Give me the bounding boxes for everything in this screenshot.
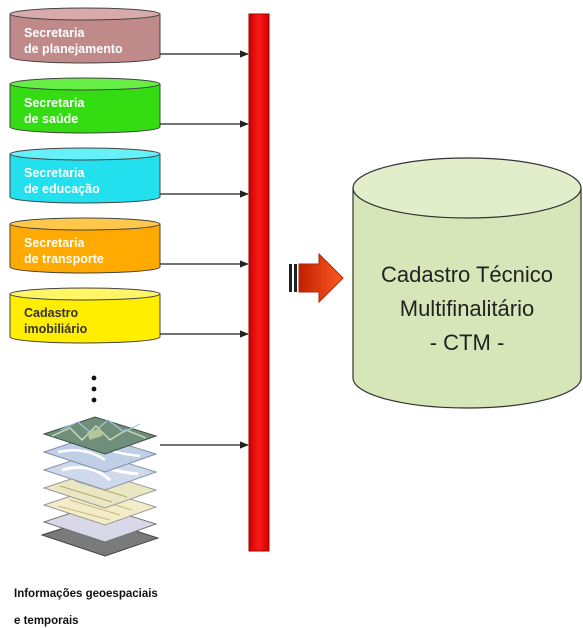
source-label-line2: de planejamento bbox=[24, 42, 123, 56]
ctm-label-line2: Multifinalitário bbox=[400, 296, 535, 321]
source-label-line1: Secretaria bbox=[24, 166, 86, 180]
source-label-line1: Secretaria bbox=[24, 96, 86, 110]
ctm-label-line3: - CTM - bbox=[430, 330, 505, 355]
source-transporte: Secretaria de transporte bbox=[9, 217, 161, 274]
source-cadastro-imobiliario: Cadastro imobiliário bbox=[9, 287, 161, 344]
cylinder-top bbox=[9, 7, 161, 21]
source-label-line2: de transporte bbox=[24, 252, 104, 266]
cylinder-top bbox=[9, 217, 161, 231]
source-label-line2: imobiliário bbox=[24, 322, 88, 336]
cylinder-top bbox=[9, 77, 161, 91]
source-label-line2: de saúde bbox=[24, 112, 78, 126]
ctm-database: Cadastro Técnico Multifinalitário - CTM … bbox=[352, 157, 582, 409]
cylinder-top bbox=[9, 147, 161, 161]
source-label-line1: Secretaria bbox=[24, 236, 86, 250]
cylinder-top bbox=[9, 287, 161, 301]
cylinder-body bbox=[9, 84, 161, 134]
geospatial-layers-icon bbox=[40, 416, 160, 557]
source-label-line2: de educação bbox=[24, 182, 100, 196]
integration-bus bbox=[248, 13, 270, 552]
cylinder-body bbox=[9, 294, 161, 344]
geo-caption-line1: Informações geoespaciais bbox=[14, 588, 158, 600]
source-label-line1: Secretaria bbox=[24, 26, 86, 40]
cylinder-body bbox=[9, 14, 161, 64]
source-saude: Secretaria de saúde bbox=[9, 77, 161, 134]
source-planejamento: Secretaria de planejamento bbox=[9, 7, 161, 64]
big-arrow-icon bbox=[289, 252, 344, 304]
cylinder-body bbox=[9, 154, 161, 204]
ctm-label-line1: Cadastro Técnico bbox=[381, 262, 553, 287]
source-label-line1: Cadastro bbox=[24, 306, 79, 320]
connector-arrows bbox=[160, 50, 249, 449]
source-educacao: Secretaria de educação bbox=[9, 147, 161, 204]
ellipsis-icon bbox=[91, 375, 97, 403]
cylinder-body bbox=[9, 224, 161, 274]
geo-caption-line2: e temporais bbox=[14, 615, 79, 627]
